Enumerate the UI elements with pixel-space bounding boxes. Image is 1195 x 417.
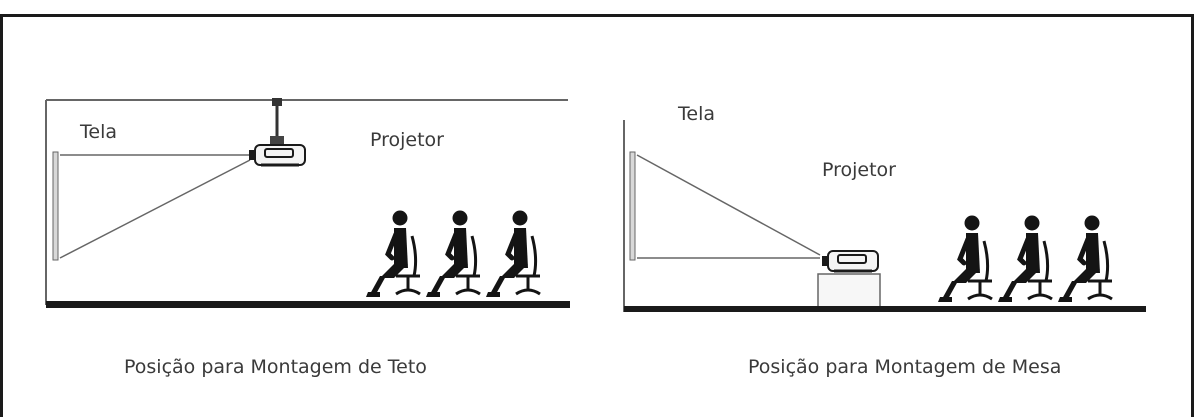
screen-label: Tela bbox=[79, 121, 117, 143]
floor bbox=[46, 301, 570, 308]
beam-bottom bbox=[59, 159, 251, 259]
person-seated-icon bbox=[486, 211, 540, 298]
floor bbox=[624, 306, 1146, 312]
beam-top bbox=[636, 154, 821, 256]
projector-label: Projetor bbox=[370, 129, 444, 151]
ceiling-caption: Posição para Montagem de Teto bbox=[124, 356, 427, 378]
table-mount-panel: Tela Projetor Posição para Montagem de M… bbox=[623, 103, 1146, 378]
projection-screen bbox=[52, 151, 59, 261]
outer-border bbox=[0, 14, 1194, 417]
table bbox=[817, 273, 881, 309]
projection-screen bbox=[629, 151, 636, 261]
person-seated-icon bbox=[1058, 216, 1112, 303]
projector-icon bbox=[247, 143, 307, 167]
mount-bracket bbox=[272, 98, 282, 106]
table-caption: Posição para Montagem de Mesa bbox=[748, 356, 1061, 378]
person-seated-icon bbox=[366, 211, 420, 298]
projector-label: Projetor bbox=[822, 159, 896, 181]
person-seated-icon bbox=[998, 216, 1052, 303]
person-seated-icon bbox=[426, 211, 480, 298]
screen-label: Tela bbox=[677, 103, 715, 125]
projector-icon bbox=[820, 249, 880, 273]
ceiling-mount-panel: Tela Projetor Posição para Montagem de T… bbox=[45, 98, 570, 378]
person-seated-icon bbox=[938, 216, 992, 303]
